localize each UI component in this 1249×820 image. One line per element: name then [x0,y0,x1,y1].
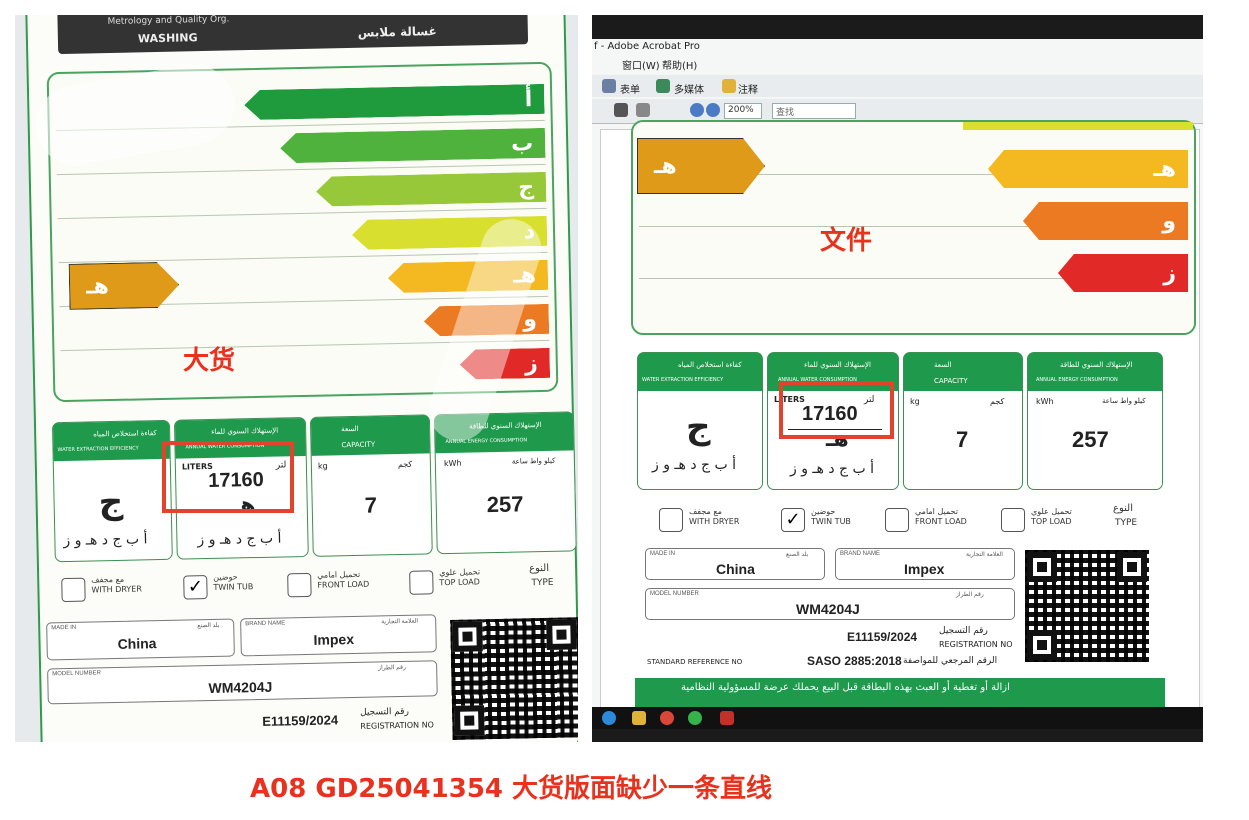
doc-top-bar [963,122,1193,130]
doc-grade-bar-g: ز [1058,254,1188,292]
type-check-twin-tub: ✓ [183,575,208,600]
footer-title: A08 GD25041354 大货版面缺少一条直线 [250,774,773,804]
capacity-box: السعة CAPACITY kg كجم 7 [309,414,433,557]
type-check-dryer [61,577,86,603]
doc-capacity-value: 7 [956,427,969,452]
grade-bar-b: ب [280,128,546,164]
caption-left: 大货 [183,346,236,376]
doc-check-top-load [1001,508,1025,532]
standard-ref-label: STANDARD REFERENCE NO [647,658,743,666]
acrobat-icon[interactable] [720,711,734,725]
made-in-value: China [117,635,157,652]
doc-model-field: MODEL NUMBER رقم الطراز WM4204J [645,588,1015,620]
doc-extract-box: كفاءة استخلاص المياه WATER EXTRACTION EF… [637,352,763,490]
extract-grade: ج [98,481,124,523]
zoom-in-icon[interactable] [706,103,720,117]
zoom-select[interactable]: 200% [724,103,762,119]
menu-help[interactable]: 帮助(H) [662,61,698,72]
taskbar [592,707,1203,729]
doc-made-in-field: MADE IN بلد الصنع China [645,548,825,580]
toolbar-1 [592,75,1203,97]
document-page: هـ و ز هـ كفاءة استخلاص المياه WATER EXT… [600,120,1200,713]
model-value: WM4204J [208,678,273,697]
folder-icon[interactable] [632,711,646,725]
type-check-front-load [287,572,312,598]
doc-grade-bar-f: و [1023,202,1188,240]
type-check-top-load [409,570,434,595]
capacity-value: 7 [364,492,378,518]
made-in-field: MADE IN بلد الصنع China [46,618,235,661]
doc-grade-frame: هـ و ز هـ [631,120,1196,335]
left-photo: Metrology and Quality Org. WASHING غسالة… [15,15,578,742]
left-highlight [162,441,294,513]
toolbar-multimedia[interactable]: 多媒体 [674,85,704,96]
right-photo: f - Adobe Acrobat Pro 窗口(W) 帮助(H) 表单 多媒体… [592,15,1203,742]
registration-value: E11159/2024 [262,712,339,729]
search-input[interactable]: 查找 [772,103,856,119]
doc-check-front-load [885,508,909,532]
toolbar-forms[interactable]: 表单 [620,85,640,96]
select-icon[interactable] [614,103,628,117]
doc-grade-indicator: هـ [637,138,765,194]
zoom-out-icon[interactable] [690,103,704,117]
comment-icon [722,79,736,93]
chrome-icon[interactable] [660,711,674,725]
doc-energy-box: الإستهلاك السنوي للطاقة ANNUAL ENERGY CO… [1027,352,1163,490]
menu-window[interactable]: 窗口(W) [622,61,660,72]
doc-brand-field: BRAND NAME العلامة التجارية Impex [835,548,1015,580]
window-title: f - Adobe Acrobat Pro [594,41,700,52]
arabic-title: غسالة ملابس [357,24,437,40]
doc-check-twin-tub: ✓ [781,508,805,532]
doc-energy-value: 257 [1072,427,1109,452]
toolbar-comment[interactable]: 注释 [738,85,758,96]
doc-grade-bar-e: هـ [988,150,1188,188]
model-field: MODEL NUMBER رقم الطراز WM4204J [47,660,438,705]
extract-box: كفاءة استخلاص المياه WATER EXTRACTION EF… [51,419,173,563]
energy-value: 257 [486,491,524,518]
doc-water-value: 17160 [802,403,858,425]
doc-water-underline [788,429,882,430]
brand-value: Impex [313,630,355,648]
doc-registration-value: E11159/2024 [847,630,918,644]
form-icon [602,79,616,93]
grade-bar-a: أ [244,84,545,120]
doc-capacity-box: السعة CAPACITY kg كجم 7 [903,352,1023,490]
brand-field: BRAND NAME العلامة التجارية Impex [240,614,437,657]
right-highlight [779,381,894,439]
grade-indicator: هـ [69,262,180,310]
edge-icon[interactable] [602,711,616,725]
warning-band [635,678,1165,712]
warning-text: ازالة أو تغطية أو العبث بهذه البطاقة قبل… [681,682,1010,693]
grade-bar-c: ج [316,172,547,207]
caption-right: 文件 [820,226,873,256]
multimedia-icon [656,79,670,93]
acrobat-window: f - Adobe Acrobat Pro 窗口(W) 帮助(H) 表单 多媒体… [592,39,1203,713]
wechat-icon[interactable] [688,711,702,725]
washing-text: WASHING [137,31,198,46]
hand-icon[interactable] [636,103,650,117]
standard-ref-value: SASO 2885:2018 [807,654,902,668]
doc-check-dryer [659,508,683,532]
